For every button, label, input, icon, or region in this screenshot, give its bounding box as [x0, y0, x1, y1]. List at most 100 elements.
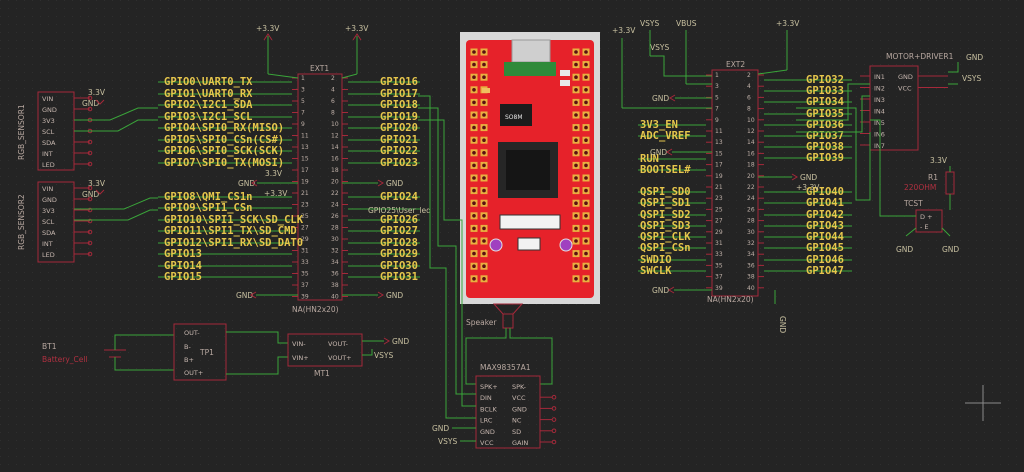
ext1-left-net-label[interactable]: GPIO12\SPI1_RX\SD_DAT0 [164, 237, 303, 249]
amplifier-max98357a[interactable]: MAX98357A1 SPK+DINBCLKLRCGNDVCCSPK-VCCGN… [475, 363, 557, 449]
battery-bt1[interactable]: BT1 Battery_Cell [42, 334, 174, 371]
ext2-left-nets: 3V3_ENADC_VREFRUNBOOTSEL#QSPI_SD0QSPI_SD… [638, 119, 706, 277]
pin-number: 18 [331, 167, 339, 174]
pcb-hole [482, 201, 486, 205]
ext2-right-net-label[interactable]: GPIO33 [806, 85, 844, 97]
sensor-pin-label: 3V3 [42, 117, 55, 125]
svg-text:3.3V: 3.3V [265, 169, 283, 178]
ext1-right-net-label[interactable]: GPIO29 [380, 248, 418, 260]
svg-text:GND: GND [652, 286, 669, 295]
pcb-hole [584, 239, 588, 243]
ext1-left-net-label[interactable]: GPIO7\SPI0_TX(MOSI) [164, 157, 284, 169]
ext2-left-net-label[interactable]: RUN [640, 153, 659, 165]
speaker[interactable]: Speaker [465, 303, 553, 385]
rgb-sensor-2-ref: RGB_SENSOR2 [17, 194, 26, 250]
charger-tp1[interactable]: TP1 OUT- B- B+ OUT+ [173, 323, 288, 381]
ext2-left-net-label[interactable]: QSPI_CSn [640, 242, 691, 254]
ext2-right-net-label[interactable]: GPIO47 [806, 265, 844, 277]
ext1-left-net-label[interactable]: GPIO6\SPI0_SCK(SCK) [164, 145, 284, 157]
ext2-right-net-label[interactable]: GPIO45 [806, 242, 844, 254]
ext1-right-net-label[interactable]: GPIO28 [380, 237, 418, 249]
ext1-left-net-label[interactable]: GPIO3\I2C1_SCL [164, 111, 253, 123]
ext1-left-net-label[interactable]: GPIO1\UART0_RX [164, 88, 253, 100]
pcb-hole [584, 151, 588, 155]
pcb-hole [482, 113, 486, 117]
ext2-left-net-label[interactable]: QSPI_SD2 [640, 209, 691, 221]
ext1-right-net-label[interactable]: GPIO16 [380, 76, 418, 88]
ext2-left-net-label[interactable]: 3V3_EN [640, 119, 678, 131]
ext1-left-net-label[interactable]: GPIO10\SPI1_SCK\SD_CLK [164, 214, 304, 226]
ext2-right-net-label[interactable]: GPIO38 [806, 141, 844, 153]
ext1-right-net-label[interactable]: GPIO22 [380, 145, 418, 157]
ext2-left-net-label[interactable]: QSPI_SD0 [640, 186, 691, 198]
pin-number: 26 [331, 213, 339, 220]
ext1-right-net-label[interactable]: GPIO18 [380, 99, 418, 111]
ext2-right-net-label[interactable]: GPIO32 [806, 74, 844, 86]
svg-text:GND: GND [896, 245, 913, 254]
ext2-right-net-label[interactable]: GPIO46 [806, 254, 844, 266]
ext2-ref: EXT2 [726, 60, 745, 69]
ext1-left-net-label[interactable]: GPIO5\SPI0_CSn(CS#) [164, 134, 284, 146]
ext2-right-net-label[interactable]: GPIO36 [806, 119, 844, 131]
sensor-tcst[interactable]: TCST D + - E GND GND [870, 119, 959, 254]
ext1-left-net-label[interactable]: GPIO14 [164, 260, 202, 272]
ext1-right-net-label[interactable]: GPIO30 [380, 260, 418, 272]
ext1-right-net-label[interactable]: GPIO19 [380, 111, 418, 123]
ext2-left-net-label[interactable]: QSPI_SD3 [640, 220, 691, 232]
pcb-hole [472, 163, 476, 168]
boost-mt1[interactable]: MT1 VIN- VIN+ VOUT- VOUT+ GND VSYS [287, 333, 409, 378]
usb-c-port [511, 39, 551, 63]
pin-number: 37 [715, 274, 723, 281]
pin-number: 19 [301, 179, 309, 186]
pin-end [87, 185, 93, 191]
ext1-left-net-label[interactable]: GPIO13 [164, 248, 202, 260]
ext1-right-net-label[interactable]: GPIO26 [380, 214, 418, 226]
ext1-right-net-label[interactable]: GPIO17 [380, 88, 418, 100]
ext2-right-net-label[interactable]: GPIO42 [806, 209, 844, 221]
ext2-left-net-label[interactable]: SWCLK [640, 265, 672, 277]
pin-number: 31 [715, 240, 723, 247]
ext1-left-net-label[interactable]: GPIO15 [164, 271, 202, 283]
ext2-right-net-label[interactable]: GPIO35 [806, 108, 844, 120]
pin-end [87, 106, 93, 112]
ext2-right-net-label[interactable]: GPIO40 [806, 186, 844, 198]
amp-pin-label: DIN [480, 394, 492, 402]
ext1-right-net-label[interactable]: GPIO23 [380, 157, 418, 169]
pin-end [551, 406, 557, 411]
ext1-right-net-label[interactable]: GPIO27 [380, 225, 418, 237]
ext1-value: NA(HN2x20) [292, 305, 339, 314]
ext2-left-net-label[interactable]: QSPI_CLK [640, 231, 691, 243]
sensor-pin-label: GND [42, 106, 57, 114]
pcb-hole [574, 62, 578, 67]
ext1-left-net-label[interactable]: GPIO11\SPI1_TX\SD_CMD [164, 225, 297, 237]
ext1-right-net-label[interactable]: GPIO31 [380, 271, 418, 283]
ext2-left-net-label[interactable]: SWDIO [640, 254, 672, 266]
ext2-right-net-label[interactable]: GPIO41 [806, 197, 844, 209]
ext2-right-net-label[interactable]: GPIO44 [806, 231, 844, 243]
ext2-right-net-label[interactable]: GPIO39 [806, 152, 844, 164]
ext1-left-net-label[interactable]: GPIO0\UART0_TX [164, 76, 253, 88]
ext1-right-net-label[interactable]: GPIO20 [380, 122, 418, 134]
ext2-left-net-label[interactable]: ADC_VREF [640, 130, 691, 142]
ext2-left-net-label[interactable]: QSPI_SD1 [640, 197, 691, 209]
amp-pin-label: GND [512, 405, 527, 413]
ext2-left-net-label[interactable]: BOOTSEL# [640, 164, 691, 176]
ext2-right-net-label[interactable]: GPIO34 [806, 96, 844, 108]
ext1-left-net-label[interactable]: GPIO4\SPI0_RX(MISO) [164, 122, 284, 134]
ext2-right-net-label[interactable]: GPIO37 [806, 130, 844, 142]
svg-text:VSYS: VSYS [438, 437, 457, 446]
ext1-left-net-label[interactable]: GPIO9\SPI1_CSn [164, 202, 253, 214]
ext2-right-net-label[interactable]: GPIO43 [806, 220, 844, 232]
svg-text:GND: GND [82, 99, 99, 108]
ext1-right-nets: GPIO16GPIO17GPIO18GPIO19GPIO20GPIO21GPIO… [348, 76, 431, 283]
ext1-right-net-label[interactable]: GPIO21 [380, 134, 418, 146]
ext1-left-net-label[interactable]: GPIO2\I2C1_SDA [164, 99, 253, 111]
ext1-left-net-label[interactable]: GPIO8\QMI_CS1n [164, 191, 253, 203]
ext1-user-led-label[interactable]: GPIO25\User_led [368, 206, 431, 215]
resistor-r1[interactable]: R1 220OHM 3.3V [904, 156, 955, 210]
ext1-right-net-label[interactable]: GPIO24 [380, 191, 418, 203]
